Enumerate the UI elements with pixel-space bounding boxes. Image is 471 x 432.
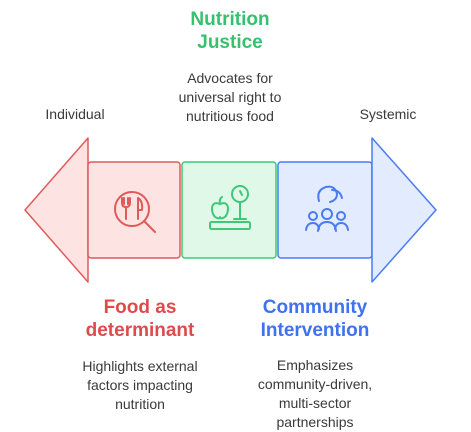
stage-title-community-intervention: Community Intervention: [260, 297, 370, 341]
stage-description-food-determinant: Highlights external factors impacting nu…: [82, 358, 198, 412]
stage-title-food-determinant: Food as determinant: [85, 297, 195, 341]
stage-description-nutrition-justice: Advocates for universal right to nutriti…: [178, 70, 282, 124]
left-arrow-shape: [24, 137, 89, 283]
stage-box-food-determinant: [87, 161, 181, 259]
community-group-icon: [305, 185, 349, 232]
stage-description-community-intervention: Emphasizes community-driven, multi-secto…: [257, 357, 373, 430]
stage-title-nutrition-justice: Nutrition Justice: [190, 9, 270, 53]
right-end-label: Systemic: [359, 106, 417, 122]
fork-knife-magnifier-icon: [114, 191, 156, 233]
apple-scale-icon: [209, 185, 251, 230]
stage-box-nutrition-justice: [181, 161, 277, 259]
right-arrow-shape: [371, 137, 437, 283]
left-end-label: Individual: [45, 106, 105, 122]
